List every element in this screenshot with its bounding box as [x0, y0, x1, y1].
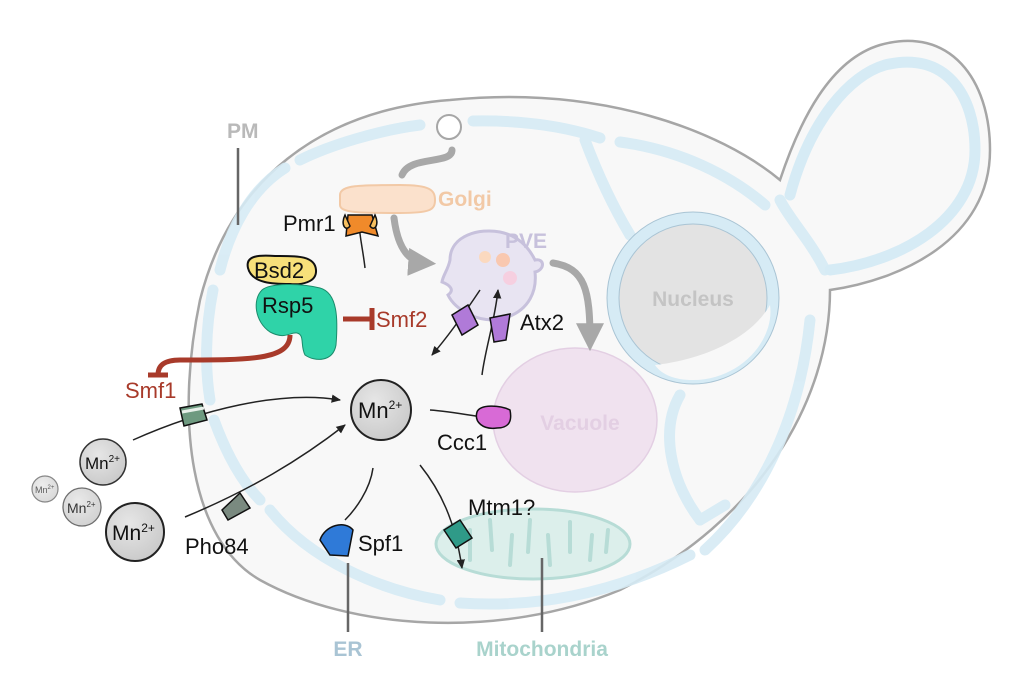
mtm1-transporter: Mtm1? — [442, 495, 535, 550]
vacuole-label: Vacuole — [540, 412, 619, 435]
secretory-vesicle — [436, 114, 462, 140]
mtm1-label: Mtm1? — [468, 495, 535, 520]
bsd2-protein: Bsd2 — [246, 254, 318, 286]
atx2-transporter: Atx2 — [489, 310, 564, 343]
mn-ion-extracellular-1: Mn2+ — [79, 438, 127, 486]
smf1-transporter — [179, 403, 208, 427]
svg-text:Mn2+: Mn2+ — [67, 500, 96, 516]
atx2-label: Atx2 — [520, 310, 564, 335]
vacuole: Vacuole — [492, 347, 658, 493]
spf1-transporter: Spf1 — [319, 524, 403, 557]
rsp5-inhibits-smf1 — [155, 334, 293, 376]
nucleus-label: Nucleus — [652, 288, 734, 311]
atx2-arrow — [481, 288, 502, 376]
mn-ion-intracellular: Mn2+ — [350, 379, 412, 441]
smf1-import-arrow — [132, 394, 342, 441]
inhibition-lines — [148, 308, 375, 378]
pmr1-label: Pmr1 — [283, 211, 336, 236]
mtm1-arrow — [419, 464, 465, 570]
nucleus: Nucleus — [606, 211, 780, 385]
golgi: Golgi — [339, 183, 492, 215]
mitochondria-label: Mitochondria — [476, 638, 608, 661]
mn-ion-text: Mn2+ — [358, 398, 402, 423]
spf1-label: Spf1 — [358, 531, 403, 556]
pm-label: PM — [227, 120, 259, 143]
smf2-transporter — [451, 303, 479, 337]
trafficking-arrows — [390, 146, 604, 352]
rsp5-label: Rsp5 — [262, 293, 313, 318]
vesicle-to-golgi-arrow — [398, 146, 456, 179]
flux-arrows — [132, 214, 512, 570]
svg-text:Mn2+: Mn2+ — [85, 454, 120, 473]
pho84-transporter: Pho84 — [185, 491, 252, 559]
er-network — [201, 115, 831, 610]
smf2-arrow — [431, 289, 481, 356]
ccc1-label: Ccc1 — [437, 430, 487, 455]
pve: PVE — [440, 229, 547, 322]
pm-annotation: PM — [227, 120, 259, 225]
pve-to-vacuole-arrow — [549, 259, 604, 352]
pho84-label: Pho84 — [185, 534, 249, 559]
svg-text:Mn2+: Mn2+ — [112, 521, 155, 545]
pve-label: PVE — [505, 230, 547, 253]
mn-ion-extracellular-4: Mn2+ — [105, 502, 165, 562]
er-annotation: ER — [333, 563, 363, 661]
smf1-label: Smf1 — [125, 378, 176, 403]
golgi-label: Golgi — [438, 188, 492, 211]
svg-text:Mn2+: Mn2+ — [35, 485, 55, 495]
golgi-to-pve-arrow — [390, 214, 437, 276]
mn-ion-extracellular-2: Mn2+ — [31, 475, 59, 503]
smf2-label: Smf2 — [376, 307, 427, 332]
ccc1-transporter: Ccc1 — [437, 405, 512, 455]
spf1-arrow — [344, 467, 374, 521]
mitochondria: Mitochondria — [434, 507, 632, 661]
mn-ion-extracellular-3: Mn2+ — [62, 487, 102, 527]
er-label: ER — [333, 638, 362, 661]
pmr1-transporter: Pmr1 — [283, 211, 380, 238]
rsp5-protein: Rsp5 — [255, 284, 338, 360]
pho84-import-arrow — [184, 424, 346, 518]
bsd2-label: Bsd2 — [254, 258, 304, 283]
bud-er — [784, 56, 981, 276]
